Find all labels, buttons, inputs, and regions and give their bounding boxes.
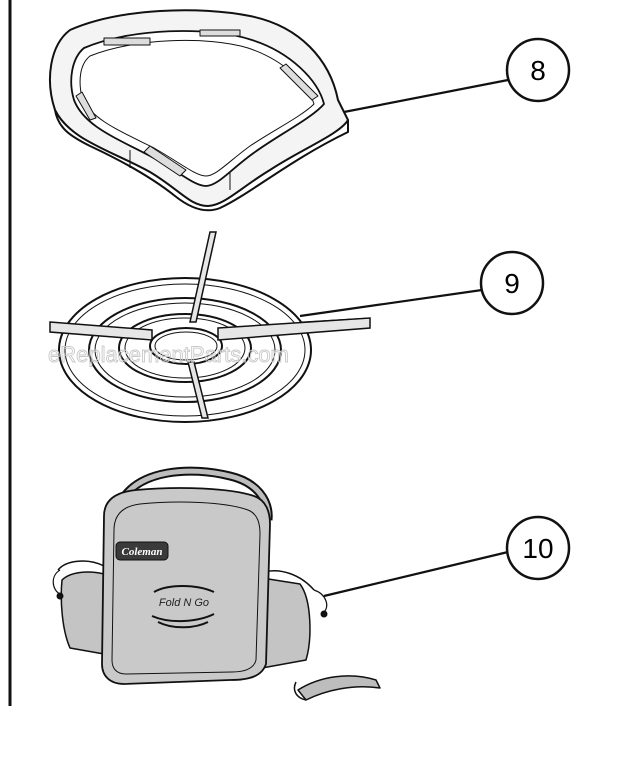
part-8-tray-frame	[49, 9, 349, 212]
callout-10: 10	[505, 515, 571, 581]
callout-9: 9	[479, 250, 545, 316]
callout-8-label: 8	[530, 55, 546, 86]
part-10-carry-bag: Coleman Fold N Go	[52, 466, 381, 701]
coleman-logo-badge	[115, 541, 169, 561]
callout-8: 8	[505, 37, 571, 103]
leader-line-10	[323, 550, 509, 598]
coleman-logo-text: Coleman	[122, 546, 163, 558]
leader-lines	[299, 78, 509, 598]
watermark-text: eReplacementParts.com	[48, 342, 289, 367]
leader-line-8	[343, 78, 509, 114]
callout-9-label: 9	[504, 268, 520, 299]
fold-n-go-text: Fold N Go	[159, 597, 209, 609]
part-9-grate	[49, 231, 371, 423]
leader-line-9	[299, 288, 483, 318]
callout-10-label: 10	[522, 533, 553, 564]
fold-n-go-emblem	[151, 585, 215, 629]
